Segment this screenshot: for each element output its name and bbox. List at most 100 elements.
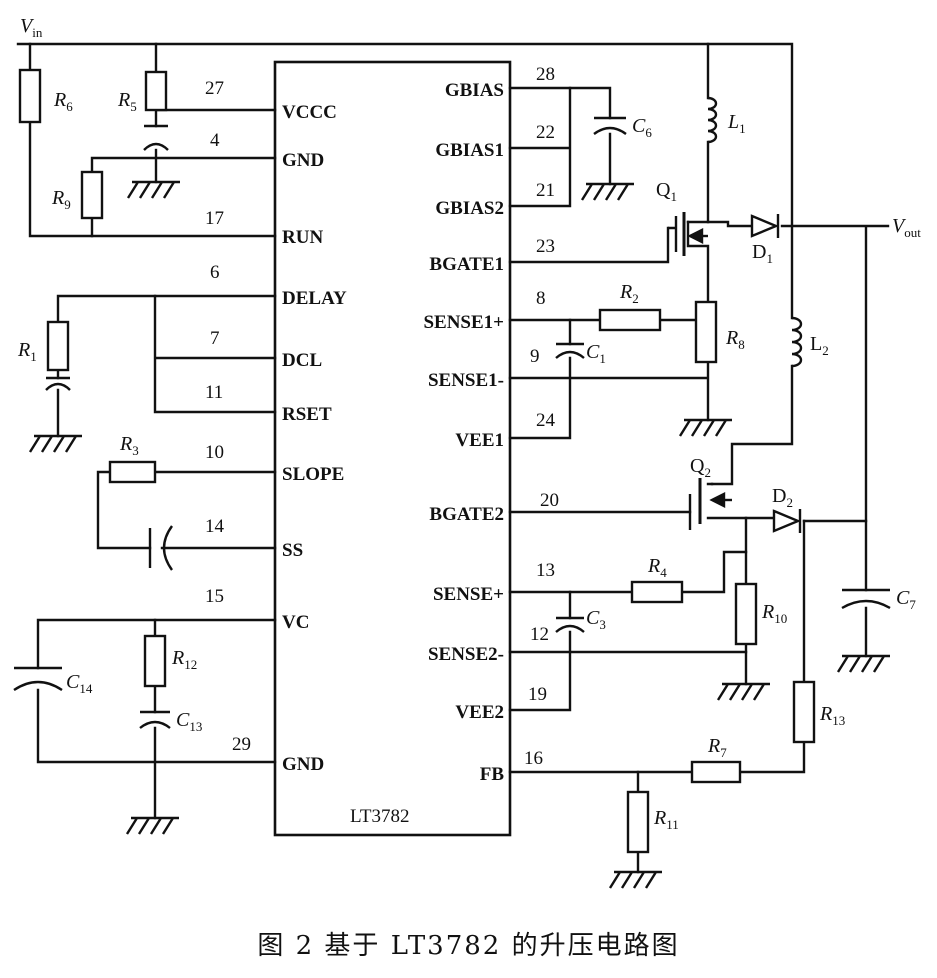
pin-number: 12 (530, 624, 549, 645)
capacitor-c13 (139, 710, 171, 729)
pin-name: RUN (282, 227, 323, 248)
label-c3: C3 (586, 607, 606, 632)
resistor-r12 (143, 634, 167, 688)
pin-name: FB (480, 764, 505, 785)
label-c1: C1 (586, 341, 606, 366)
pin-name: SENSE+ (433, 584, 504, 605)
pin-name: GBIAS1 (435, 140, 504, 161)
right-pin-names: GBIAS GBIAS1 GBIAS2 BGATE1 SENSE1+ SENSE… (423, 80, 504, 785)
capacitor-r5-cap (143, 124, 169, 151)
pin-number: 6 (210, 262, 220, 283)
label-r13: R13 (819, 703, 845, 728)
pin-number: 27 (205, 78, 224, 99)
mosfet-q2 (688, 478, 732, 530)
capacitor-c1 (555, 342, 585, 359)
pin-name: BGATE2 (429, 504, 504, 525)
label-l1: L1 (727, 111, 746, 136)
pin-name: SLOPE (282, 464, 344, 485)
pin-number: 16 (524, 748, 543, 769)
resistor-r8 (694, 300, 718, 364)
capacitors (13, 116, 891, 729)
resistor-r10 (734, 582, 758, 646)
diode-d2 (772, 509, 802, 533)
pin-number: 28 (536, 64, 555, 85)
pin-number: 19 (528, 684, 547, 705)
resistor-r6 (18, 68, 42, 124)
label-r4: R4 (647, 555, 667, 580)
pin-number: 14 (205, 516, 225, 537)
wires (16, 42, 890, 874)
pin-number: 13 (536, 560, 555, 581)
inductor-l1 (707, 96, 718, 144)
pin-name: RSET (282, 404, 332, 425)
pin-number: 11 (205, 382, 223, 403)
left-pin-numbers: 27 4 17 6 7 11 10 14 15 29 (205, 78, 251, 755)
label-r12: R12 (171, 647, 197, 672)
pin-name: VC (282, 612, 309, 633)
pin-number: 17 (205, 208, 224, 229)
pin-number: 24 (536, 410, 556, 431)
capacitor-ss (148, 525, 173, 571)
label-q1: Q1 (656, 179, 677, 204)
pin-name: VCCC (282, 102, 337, 123)
resistor-r11 (626, 790, 650, 854)
left-pin-names: VCCC GND RUN DELAY DCL RSET SLOPE SS VC … (282, 102, 347, 775)
resistors (18, 68, 816, 854)
label-r11: R11 (653, 807, 679, 832)
label-r8: R8 (725, 327, 745, 352)
pin-name: SENSE1+ (423, 312, 504, 333)
inductors (707, 96, 803, 368)
pin-number: 7 (210, 328, 220, 349)
label-q2: Q2 (690, 455, 711, 480)
pin-name: DELAY (282, 288, 347, 309)
label-d1: D1 (752, 241, 773, 266)
label-c7: C7 (896, 587, 916, 612)
pin-number: 10 (205, 442, 224, 463)
label-r9: R9 (51, 187, 71, 212)
pin-name: VEE2 (455, 702, 504, 723)
right-pin-numbers: 28 22 21 23 8 9 24 20 13 12 19 16 (524, 64, 559, 769)
pin-number: 8 (536, 288, 546, 309)
label-r5: R5 (117, 89, 137, 114)
resistor-r9 (80, 170, 104, 220)
label-vout: Vout (892, 215, 921, 240)
pin-number: 9 (530, 346, 540, 367)
diodes (750, 214, 802, 533)
capacitor-c14 (13, 666, 63, 692)
resistor-r2 (598, 308, 662, 332)
label-r1: R1 (17, 339, 37, 364)
component-labels-upright: Q1 D1 L2 Q2 D2 (656, 179, 829, 510)
chip-label: LT3782 (350, 806, 409, 827)
pin-name: SENSE2- (428, 644, 504, 665)
ground-symbol (608, 870, 662, 889)
resistor-r5 (144, 70, 168, 112)
component-labels: Vin Vout R6 R5 R9 R1 R3 R12 C13 C14 C6 L… (17, 15, 921, 832)
label-c13: C13 (176, 709, 202, 734)
resistor-r1 (46, 320, 70, 372)
ground-symbol (836, 654, 890, 673)
label-r3: R3 (119, 433, 139, 458)
pin-number: 21 (536, 180, 555, 201)
pin-name: GND (282, 754, 324, 775)
ground-symbol (716, 682, 770, 701)
label-r2: R2 (619, 281, 639, 306)
ground-symbol (678, 418, 732, 437)
diode-d1 (750, 214, 780, 238)
figure-caption: 图 2 基于 LT3782 的升压电路图 (257, 931, 680, 961)
pin-name: DCL (282, 350, 322, 371)
mosfets (668, 212, 732, 530)
resistor-r4 (630, 580, 684, 604)
pin-number: 20 (540, 490, 559, 511)
pin-name: GND (282, 150, 324, 171)
capacitor-c6 (593, 116, 627, 135)
capacitor-c7 (841, 588, 891, 610)
pin-number: 29 (232, 734, 251, 755)
grounds (28, 180, 890, 889)
pin-number: 4 (210, 130, 220, 151)
label-r7: R7 (707, 735, 727, 760)
label-d2: D2 (772, 485, 793, 510)
label-r6: R6 (53, 89, 73, 114)
pin-name: BGATE1 (429, 254, 504, 275)
pin-number: 23 (536, 236, 555, 257)
